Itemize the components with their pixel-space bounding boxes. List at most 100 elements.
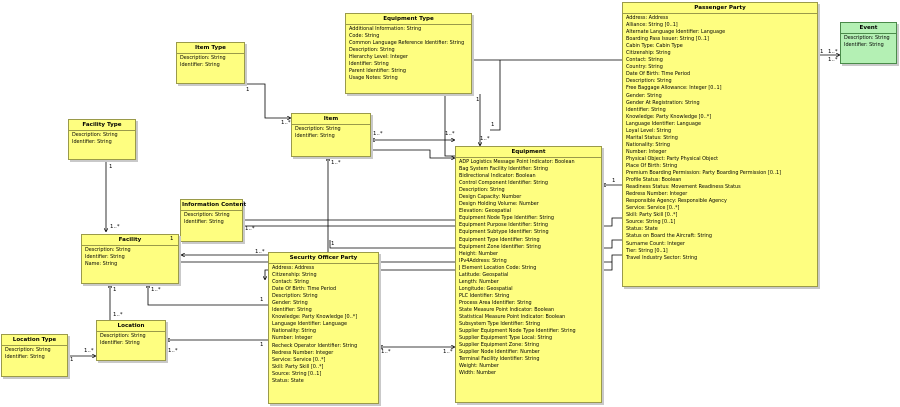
attribute-row: Description: String [100, 333, 146, 339]
class-title: Equipment [456, 147, 601, 158]
attribute-row: Alliance: String [0..1] [626, 22, 678, 29]
attribute-row: Control Component Identifier: String [459, 180, 548, 187]
attribute-row: Identifier: String [272, 307, 312, 314]
attribute-row: Description: String [72, 132, 118, 138]
class-title: Information Content [181, 200, 246, 211]
attribute-row: Description: String [349, 47, 395, 54]
attribute-row: Number: Integer [626, 148, 667, 155]
attribute-row: Recheck Operator Identifier: String [272, 342, 358, 349]
attribute-row: Source: String [0..1] [626, 219, 676, 226]
attribute-row: Responsible Agency: Responsible Agency [626, 198, 727, 205]
attribute-row: Identifier: String [349, 61, 389, 68]
multiplicity-label: 1 [246, 87, 250, 93]
attribute-row: Redress Number: Integer [626, 191, 688, 198]
attribute-row: Travel Industry Sector: String [626, 254, 698, 261]
class-title: Facility [82, 235, 178, 246]
attribute-row: Language Identifier: Language [272, 321, 347, 328]
multiplicity-label: 1..* [110, 224, 120, 230]
attribute-row: Skill: Party Skill [0..*] [272, 363, 324, 370]
multiplicity-label: 1..* [331, 160, 341, 166]
multiplicity-label: 1..* [168, 348, 178, 354]
class-title: Security Officer Party [269, 253, 378, 264]
attribute-row: Date Of Birth: Time Period [626, 71, 691, 78]
attribute-row: Hierarchy Level: Integer [349, 54, 408, 61]
multiplicity-label: 1..* [828, 57, 838, 63]
attribute-row: Bag System Facility Identifier: String [459, 166, 549, 173]
edge-item-equipment-2 [371, 149, 455, 158]
attribute-row: Status: State [272, 377, 304, 384]
attribute-row: Date Of Birth: Time Period [272, 286, 337, 293]
attribute-row: Gender: String [626, 92, 662, 99]
attribute-row: Equipment Purpose Identifier: String [459, 222, 549, 229]
attribute-row: Parent Identifier: String [349, 68, 406, 75]
attribute-row: Knowledge: Party Knowledge [0..*] [626, 113, 712, 120]
attribute-row: Common Language Reference Identifier: St… [349, 40, 465, 47]
multiplicity-label: 1 [476, 97, 480, 103]
attribute-row: Design Capacity: Number [459, 194, 522, 201]
attribute-row: Nationality: String [272, 328, 316, 335]
attribute-row: Code: String [349, 33, 380, 40]
attribute-row: Service: Service [0..*] [272, 356, 326, 363]
multiplicity-label: 1 [612, 178, 616, 184]
class-equipment-type[interactable]: Equipment Type Additional Information: S… [345, 13, 472, 94]
attribute-row: Readiness Status: Movement Readiness Sta… [626, 184, 741, 191]
class-title: Location Type [2, 335, 67, 346]
multiplicity-label: 1 [491, 122, 495, 128]
attribute-row: Skill: Party Skill [0..*] [626, 212, 678, 219]
attribute-row: Identifier: String [85, 254, 125, 261]
attribute-row: ADP Logistics Message Point Indicator: B… [459, 159, 575, 165]
attribute-row: Description: String [184, 212, 230, 218]
class-title: Event [841, 23, 896, 34]
multiplicity-label: 1 [260, 297, 264, 303]
class-title: Passenger Party [623, 3, 817, 14]
attribute-row: Design Holding Volume: Number [459, 201, 539, 208]
attribute-row: Language Identifier: Language [626, 120, 701, 127]
attribute-row: Contact: String [272, 279, 309, 286]
multiplicity-label: 1..* [84, 348, 94, 354]
class-title: Equipment Type [346, 14, 471, 25]
class-title: Item [292, 114, 370, 125]
class-equipment[interactable]: Equipment ADP Logistics Message Point In… [455, 146, 602, 403]
class-title: Facility Type [69, 120, 135, 131]
attribute-row: Terminal Facility Identifier: String [459, 356, 540, 363]
attribute-row: Surname Count: Integer [626, 240, 685, 247]
attribute-list: ADP Logistics Message Point Indicator: B… [456, 158, 601, 378]
attribute-row: Identifier: String [295, 133, 335, 140]
attribute-row: Boarding Pass Issuer: String [0..1] [626, 36, 709, 43]
attribute-row: Description: String [295, 126, 341, 132]
multiplicity-label: 1..* [828, 49, 838, 55]
attribute-row: Weight: Number [459, 363, 499, 370]
attribute-row: Subsystem Type Identifier: String [459, 321, 541, 328]
multiplicity-label: 1 [113, 287, 117, 293]
attribute-row: Equipment Node Type Identifier: String [459, 215, 554, 222]
attribute-row: Free Baggage Allowance: Integer [0..1] [626, 85, 722, 92]
attribute-row: Citizenship: String [272, 272, 317, 279]
attribute-row: Cabin Type: Cabin Type [626, 43, 683, 50]
attribute-row: Alternate Language Identifier: Language [626, 29, 726, 36]
multiplicity-label: 1 [70, 357, 74, 363]
multiplicity-label: 1..* [373, 131, 383, 137]
class-title: Item Type [177, 43, 244, 54]
attribute-row: Contact: String [626, 57, 663, 64]
attribute-row: J Element Location Code: String [459, 264, 537, 271]
multiplicity-label: 1 [331, 241, 335, 247]
attribute-row: Name: String [85, 261, 118, 268]
attribute-row: Length: Number [459, 278, 499, 285]
edge-security-facility [148, 284, 270, 306]
attribute-row: Process Area Identifier: String [459, 299, 532, 306]
